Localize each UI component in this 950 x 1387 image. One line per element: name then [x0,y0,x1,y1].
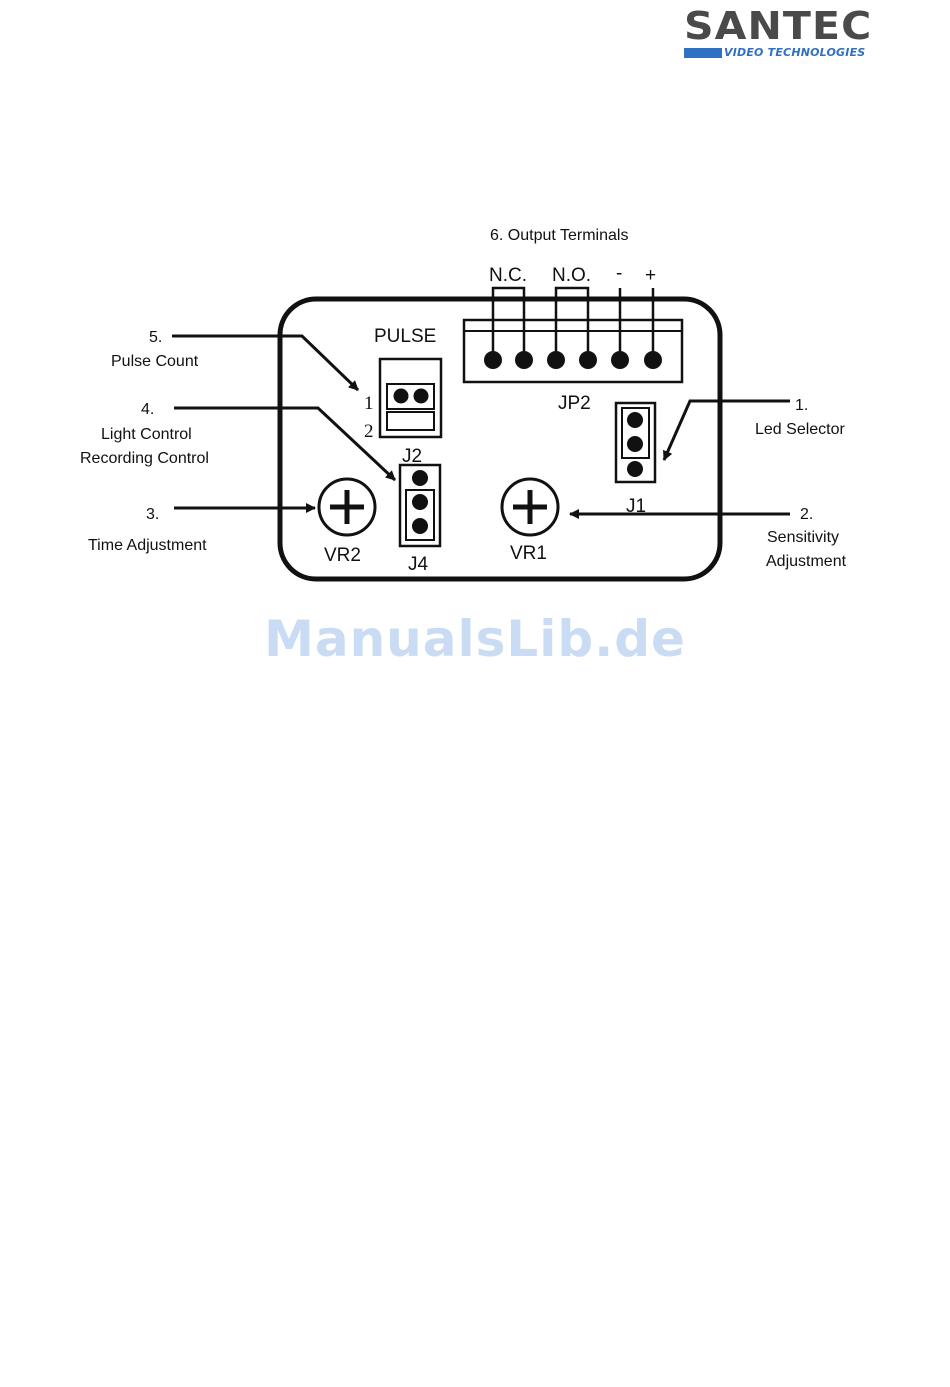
logo-brand: SANTEC [684,6,872,46]
leader-4 [174,408,395,480]
callout-3-text: Time Adjustment [88,537,207,554]
callout-4-line2: Recording Control [80,450,209,467]
label-nc: N.C. [489,265,527,286]
callout-2-number: 2. [800,506,813,523]
label-pulse: PULSE [374,326,436,347]
callout-5-number: 5. [149,329,162,346]
label-j4: J4 [408,554,429,575]
label-vr2: VR2 [324,545,361,566]
label-plus: + [645,265,656,286]
watermark: ManualsLib.de [0,610,950,668]
callout-4-number: 4. [141,401,154,418]
potentiometer-vr2 [319,479,375,535]
logo-accent-bar [684,48,722,58]
callout-4-line1: Light Control [101,426,192,443]
label-jp2: JP2 [558,393,591,414]
pcb-diagram: 6. Output Terminals N.C. N.O. - + JP2 PU… [0,200,950,600]
label-pin-2: 2 [364,421,374,442]
output-terminals-title: 6. Output Terminals [490,227,628,244]
label-minus: - [616,263,622,284]
label-pin-1: 1 [364,393,374,414]
leader-5 [172,336,358,390]
label-vr1: VR1 [510,543,547,564]
santec-logo: SANTEC VIDEO TECHNOLOGIES [684,6,878,58]
callout-2-line2: Adjustment [766,553,847,570]
callout-1-number: 1. [795,397,808,414]
potentiometer-vr1 [502,479,558,535]
callout-5-text: Pulse Count [111,353,199,370]
logo-tagline: VIDEO TECHNOLOGIES [724,46,865,60]
callout-1-text: Led Selector [755,421,846,438]
terminal-block-jp2 [464,320,682,382]
label-no: N.O. [552,265,591,286]
callout-3-number: 3. [146,506,159,523]
callout-2-line1: Sensitivity [767,529,839,546]
